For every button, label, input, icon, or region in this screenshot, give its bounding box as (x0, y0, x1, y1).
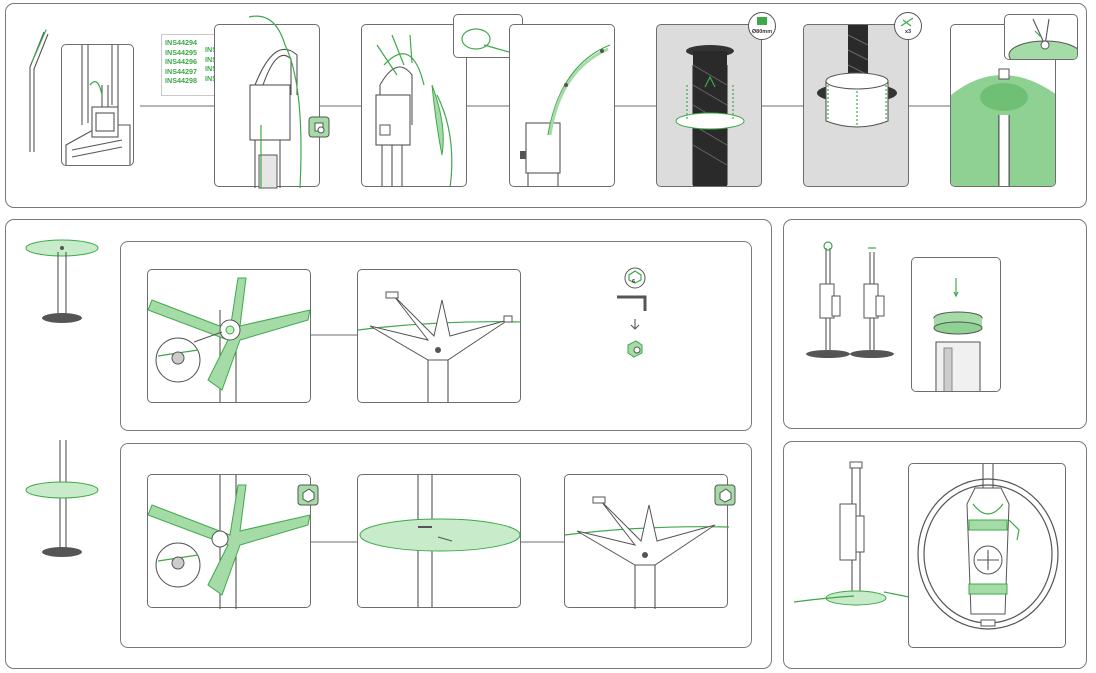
arrow-down-icon (630, 319, 640, 330)
step-ceiling-hole (656, 24, 762, 187)
screw-qty-icon (900, 17, 914, 27)
table-mount-panel: 6 (5, 219, 772, 669)
floor-lamp-top-cap-step (911, 257, 1001, 392)
tighten-screw-icon (297, 484, 319, 506)
step-cable-bending (361, 24, 467, 187)
floor-lamp-pair-illustration (806, 241, 894, 358)
table-lamp-clear-icon (25, 239, 99, 323)
floor-lamp-variants-panel (783, 219, 1087, 429)
row-2-container (120, 443, 752, 648)
tighten-screw-icon (308, 116, 330, 138)
step-cable-in-housing (509, 24, 615, 187)
hole-size-icon (757, 17, 767, 25)
part-codes-left: INS44294 INS44295 INS44296 INS44297 INS4… (165, 38, 197, 86)
row-1-container: 6 (120, 241, 752, 431)
cable-entry-illustration (29, 29, 49, 152)
canopy-detail-inset (1004, 14, 1078, 60)
step-terminal-wiring (61, 44, 134, 166)
screw-qty-label: x3 (904, 29, 912, 35)
allen-key-icon (617, 295, 647, 311)
diffuser-clamp-detail (908, 463, 1066, 648)
hole-size-badge: Ø80mm (748, 12, 776, 40)
row-2-connector (311, 541, 564, 543)
row1-step-base-screw (147, 269, 311, 403)
row2-step-glass-disc (357, 474, 521, 608)
row2-step-base-screw (147, 474, 319, 609)
table-lamp-pole-icon (25, 440, 99, 557)
row2-step-assembled (564, 474, 736, 609)
step-canopy-fixing (803, 24, 909, 187)
tighten-screw-icon (627, 340, 643, 358)
hole-size-label: Ø80mm (751, 29, 773, 35)
row1-step-base-assembled (357, 269, 521, 403)
row-1-connector (311, 334, 357, 336)
tools-legend: 6 (615, 267, 655, 367)
hex-socket-icon (624, 267, 646, 289)
screw-qty-badge: x3 (894, 12, 922, 40)
tighten-screw-icon (714, 484, 736, 506)
top-instruction-panel: INS44294 INS44295 INS44296 INS44297 INS4… (5, 3, 1087, 208)
hex-size-label: 6 (632, 279, 636, 285)
step-cable-routing (214, 15, 330, 189)
floor-lamp-illustration (793, 461, 915, 606)
floor-lamp-adjustment-panel (783, 441, 1087, 669)
